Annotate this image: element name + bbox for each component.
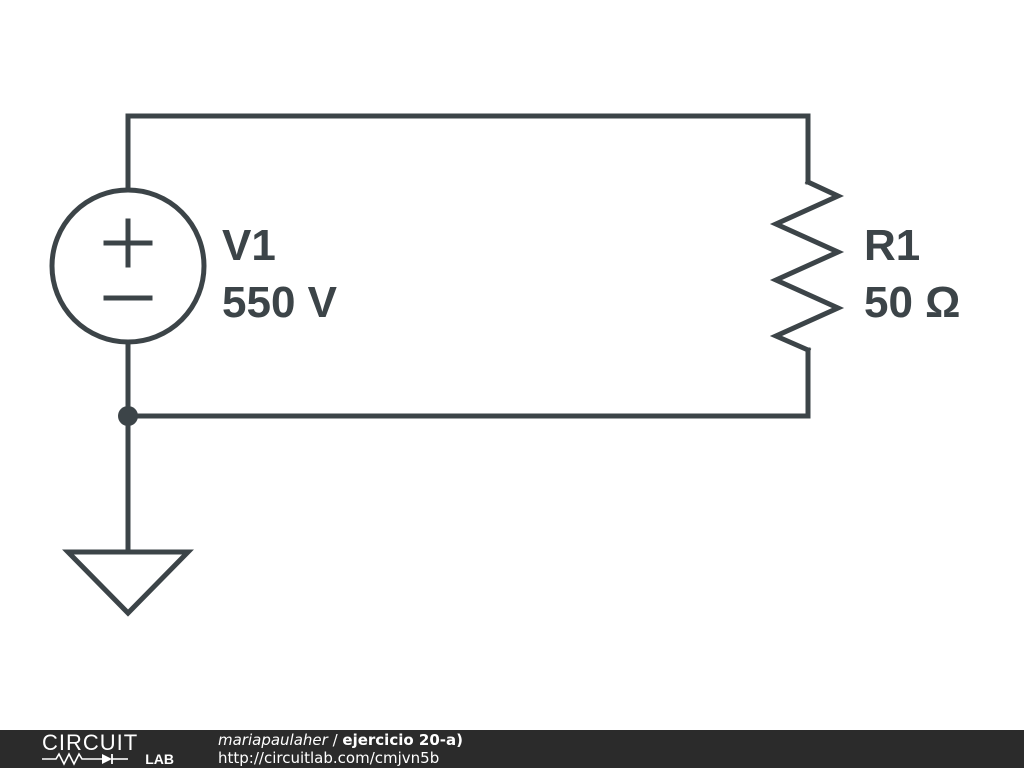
logo-circuit-text: CIRCUIT: [42, 730, 139, 755]
footer-bar: CIRCUIT LAB mariapaulaher / ejercicio 20…: [0, 730, 1024, 768]
author-link[interactable]: mariapaulaher: [218, 731, 328, 749]
logo-lab-text: LAB: [145, 751, 174, 767]
circuit-schematic: V1 550 V R1 50 Ω: [49, 113, 960, 617]
source-value-label: 550 V: [222, 278, 338, 327]
plus-icon: [103, 218, 153, 268]
voltage-source-v1: [49, 187, 207, 345]
voltage-source-circle: [49, 187, 207, 345]
bottom-wire: [125, 339, 811, 419]
top-wire: [125, 113, 811, 192]
credit-line: mariapaulaher / ejercicio 20-a): [218, 731, 463, 749]
circuit-url[interactable]: http://circuitlab.com/cmjvn5b: [218, 749, 440, 767]
source-name-label: V1: [222, 221, 276, 270]
credit-separator: /: [327, 731, 343, 749]
resistor-value-label: 50 Ω: [864, 278, 960, 327]
circuit-title[interactable]: ejercicio 20-a): [342, 731, 463, 749]
logo-resistor-diode-icon: [42, 752, 128, 766]
resistor-name-label: R1: [864, 221, 920, 270]
junction-node: [118, 406, 138, 426]
circuitlab-logo[interactable]: CIRCUIT LAB: [42, 732, 176, 766]
credit-block: mariapaulaher / ejercicio 20-a) http://c…: [218, 731, 463, 767]
logo-bottom-row: LAB: [42, 752, 176, 766]
ground-icon: [62, 549, 194, 617]
resistor-r1-zigzag: [769, 178, 845, 354]
